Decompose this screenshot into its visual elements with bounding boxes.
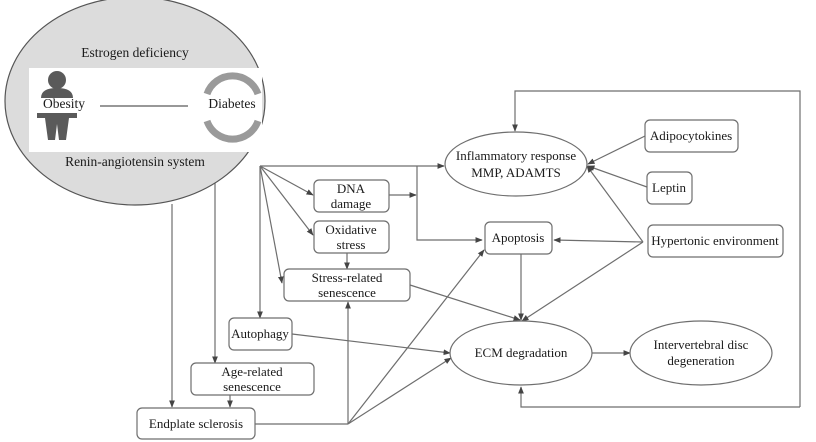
- age-senescence-line2: senescence: [223, 379, 281, 394]
- risk-factor-cluster: Estrogen deficiency Obesity Diabetes Ren…: [4, 0, 266, 206]
- edge-endplate-to-ecm: [347, 357, 452, 425]
- edge-junction-to-apoptosis: [416, 166, 483, 243]
- endplate-sclerosis-label: Endplate sclerosis: [149, 416, 243, 431]
- oxidative-stress-line1: Oxidative: [325, 222, 376, 237]
- obesity-label: Obesity: [43, 96, 85, 111]
- edge-stress-senescence-to-ecm: [409, 284, 521, 321]
- hypertonic-label: Hypertonic environment: [651, 233, 779, 248]
- node-stress-senescence: Stress-related senescence: [283, 268, 411, 302]
- ecm-label: ECM degradation: [475, 345, 568, 360]
- edge-cluster-to-dna-damage: [259, 165, 314, 196]
- node-leptin: Leptin: [646, 171, 693, 205]
- edge-feedback-to-ecm: [518, 386, 800, 408]
- inflammatory-line2: MMP, ADAMTS: [471, 165, 561, 180]
- cluster-bottom-label: Renin-angiotensin system: [65, 154, 205, 169]
- age-senescence-line1: Age-related: [221, 364, 283, 379]
- edge-feedback-to-inflammatory: [512, 90, 801, 407]
- diabetes-icon: [203, 72, 262, 143]
- edge-cluster-to-oxidative-stress: [259, 165, 314, 236]
- stress-senescence-line2: senescence: [318, 285, 376, 300]
- node-apoptosis: Apoptosis: [484, 221, 553, 255]
- edge-endplate-to-apoptosis: [347, 249, 485, 425]
- edge-hypertonic-to-inflammatory: [586, 165, 644, 243]
- edge-autophagy-to-ecm: [291, 333, 451, 356]
- dna-damage-line2: damage: [331, 196, 372, 211]
- node-inflammatory: Inflammatory response MMP, ADAMTS: [444, 131, 588, 197]
- oxidative-stress-line2: stress: [337, 237, 366, 252]
- node-autophagy: Autophagy: [228, 317, 293, 351]
- edge-leptin-to-inflammatory: [587, 165, 648, 188]
- obesity-icon: [37, 71, 77, 140]
- edge-adipocytokines-to-inflammatory: [587, 135, 646, 165]
- idd-line1: Intervertebral disc: [654, 337, 749, 352]
- apoptosis-label: Apoptosis: [492, 230, 545, 245]
- stress-senescence-line1: Stress-related: [312, 270, 383, 285]
- node-endplate-sclerosis: Endplate sclerosis: [136, 407, 256, 440]
- adipocytokines-label: Adipocytokines: [650, 128, 732, 143]
- node-oxidative-stress: Oxidative stress: [313, 220, 390, 254]
- edge-cluster-to-stress-senescence: [259, 165, 284, 284]
- edge-hypertonic-to-apoptosis: [553, 237, 644, 244]
- node-age-senescence: Age-related senescence: [190, 362, 315, 396]
- node-hypertonic: Hypertonic environment: [647, 224, 784, 258]
- edges: [169, 90, 801, 425]
- node-adipocytokines: Adipocytokines: [644, 119, 739, 153]
- dna-damage-line1: DNA: [337, 181, 366, 196]
- cluster-top-label: Estrogen deficiency: [81, 45, 189, 60]
- autophagy-label: Autophagy: [231, 326, 289, 341]
- node-idd: Intervertebral disc degeneration: [629, 320, 773, 386]
- leptin-label: Leptin: [652, 180, 686, 195]
- diabetes-label: Diabetes: [208, 96, 255, 111]
- inflammatory-line1: Inflammatory response: [456, 148, 576, 163]
- idd-line2: degeneration: [667, 353, 735, 368]
- edge-hypertonic-to-ecm: [521, 241, 644, 322]
- node-ecm-degradation: ECM degradation: [449, 320, 593, 386]
- node-dna-damage: DNA damage: [313, 179, 390, 213]
